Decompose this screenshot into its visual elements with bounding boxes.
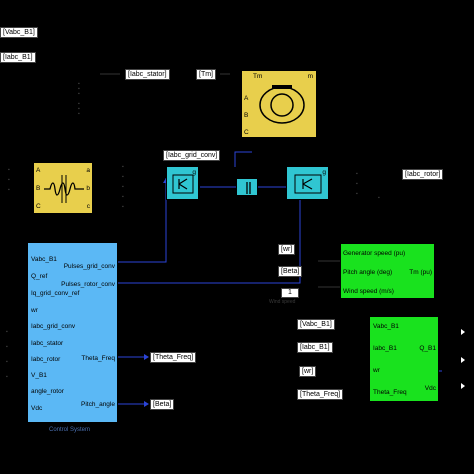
transformer-coil-icon	[44, 175, 84, 203]
goto-iabc-stator[interactable]: [Iabc_stator]	[125, 69, 170, 80]
input-wr: wr	[31, 307, 38, 314]
input-iabc-rotor: Iabc_rotor	[31, 356, 61, 363]
port-b2-label: b	[86, 185, 90, 192]
goto-beta[interactable]: [Beta]	[150, 399, 175, 410]
gate-port-label: g	[192, 169, 196, 176]
input-theta-freq: Theta_Freq	[373, 389, 407, 396]
from-wr-q[interactable]: [wr]	[299, 366, 317, 377]
goto-theta-freq[interactable]: [Theta_Freq]	[150, 352, 197, 363]
input-wr: wr	[373, 367, 380, 374]
tm-port-label: Tm	[253, 73, 263, 80]
port-b-label: B	[244, 112, 249, 119]
rotor-side-converter[interactable]: g	[286, 166, 329, 200]
gate-port-label: g	[322, 169, 326, 176]
output-port-marker	[461, 329, 465, 335]
output-port-marker	[461, 383, 465, 389]
igbt-icon	[294, 174, 322, 194]
input-iabc-stator: Iabc_stator	[31, 340, 64, 347]
goto-iabc-rotor[interactable]: [Iabc_rotor]	[402, 169, 444, 180]
from-beta[interactable]: [Beta]	[278, 266, 303, 277]
from-theta-freq[interactable]: [Theta_Freq]	[297, 389, 344, 400]
input-pitch-angle: Pitch angle (deg)	[343, 269, 393, 276]
port-c-label: C	[36, 203, 41, 210]
wind-speed-constant[interactable]: 1	[281, 288, 299, 298]
capacitor-icon	[246, 182, 251, 194]
port-a-label: A	[244, 95, 249, 102]
output-vdc: Vdc	[424, 385, 436, 392]
output-pulses-grid-conv: Pulses_grid_conv	[63, 263, 115, 270]
measurement-stub: ▪▪▪▪▪▪	[78, 81, 80, 117]
output-theta-freq: Theta_Freq	[81, 355, 115, 362]
input-generator-speed: Generator speed (pu)	[343, 250, 406, 257]
grid-side-converter[interactable]: g	[166, 166, 199, 200]
goto-vabc-b1[interactable]: [Vabc_B1]	[0, 27, 38, 38]
wind-speed-caption: Wind speed	[269, 299, 296, 305]
output-q-b1: Q_B1	[419, 345, 436, 352]
port-b-label: B	[36, 185, 41, 192]
output-pulses-rotor-conv: Pulses_rotor_conv	[61, 281, 115, 288]
from-vabc-b1[interactable]: [Vabc_B1]	[297, 319, 335, 330]
from-wr[interactable]: [wr]	[278, 244, 296, 255]
measurement-stub: ▪▪▪▪▪	[122, 164, 124, 210]
port-c-label: C	[244, 129, 249, 136]
m-port-label: m	[307, 73, 313, 80]
measurement-stub: ▪▪▪	[356, 171, 358, 197]
transformer[interactable]: A B C a b c	[33, 162, 93, 214]
output-tm: Tm (pu)	[409, 269, 432, 276]
control-system-block[interactable]: Vabc_B1 Q_ref Iq_grid_conv_ref wr Iabc_g…	[27, 242, 118, 423]
from-iabc-b1[interactable]: [Iabc_B1]	[297, 342, 333, 353]
output-port-marker	[461, 357, 465, 363]
asynchronous-machine[interactable]: Tm m A B C	[241, 70, 317, 138]
input-angle-rotor: angle_rotor	[31, 388, 64, 395]
input-q-ref: Q_ref	[31, 273, 48, 280]
output-pitch-angle: Pitch_angle	[81, 401, 115, 408]
measurement-stub: ▪▪▪	[8, 167, 10, 193]
input-vabc-b1: Vabc_B1	[373, 323, 399, 330]
q-measurement-block[interactable]: Vabc_B1 Iabc_B1 wr Theta_Freq Q_B1 Vdc	[369, 316, 439, 402]
input-wind-speed: Wind speed (m/s)	[343, 288, 394, 295]
input-iq-grid-conv-ref: Iq_grid_conv_ref	[31, 290, 80, 297]
port-c2-label: c	[86, 203, 90, 210]
input-vabc-b1: Vabc_B1	[31, 256, 57, 263]
input-iabc-grid-conv: Iabc_grid_conv	[31, 323, 76, 330]
igbt-icon	[172, 174, 194, 194]
control-system-caption: Control System	[49, 427, 91, 433]
machine-icon	[259, 85, 305, 124]
port-a-label: A	[36, 167, 41, 174]
goto-iabc-b1[interactable]: [Iabc_B1]	[0, 52, 36, 63]
measurement-stub: ▪	[378, 195, 380, 201]
wind-turbine-block[interactable]: Generator speed (pu) Pitch angle (deg) W…	[340, 243, 435, 299]
input-vdc: Vdc	[31, 405, 43, 412]
port-a2-label: a	[86, 167, 90, 174]
input-v-b1: V_B1	[31, 372, 47, 379]
goto-iabc-grid-conv[interactable]: [Iabc_grid_conv]	[163, 150, 221, 161]
input-iabc-b1: Iabc_B1	[373, 345, 397, 352]
measurement-stub: ▪▪▪▪	[6, 329, 8, 380]
dc-link-capacitor[interactable]	[236, 178, 258, 196]
from-tm[interactable]: [Tm]	[196, 69, 216, 80]
